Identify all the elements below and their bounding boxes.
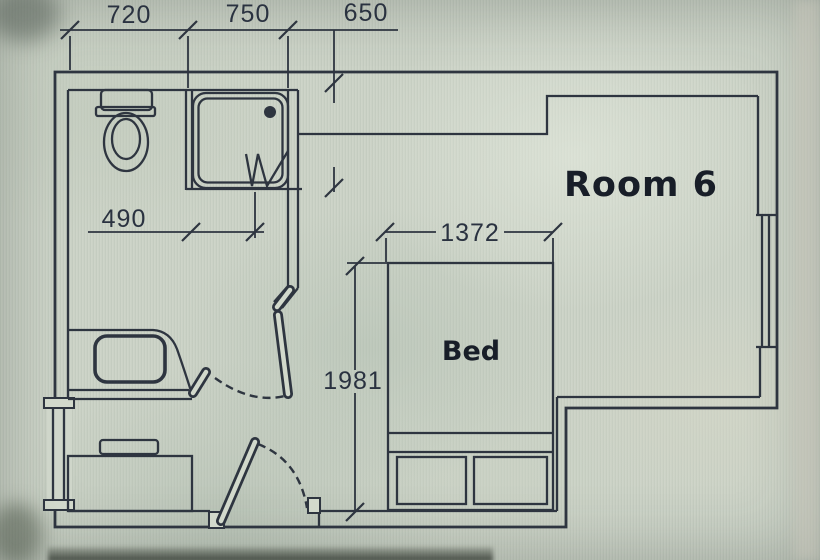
interior-walls <box>66 88 762 527</box>
dim-650: 650 <box>344 0 389 27</box>
vanity-counter-edge <box>68 328 193 392</box>
dimension-1981: 1981 <box>323 256 388 522</box>
dim-720: 720 <box>107 1 152 29</box>
dimension-top-chain: 720 750 650 <box>60 0 398 198</box>
entry-door <box>208 437 321 529</box>
sink-basin <box>93 334 167 384</box>
desk-top <box>66 454 194 513</box>
toilet-bowl-inner <box>110 117 142 161</box>
shower-tray-inner <box>197 97 284 184</box>
vanity <box>68 328 193 401</box>
toilet <box>94 88 157 173</box>
dim-490: 490 <box>102 205 147 233</box>
toilet-tank <box>99 88 154 112</box>
dimension-1372: 1372 <box>375 219 563 262</box>
bathroom-door-swing-arc <box>214 377 286 400</box>
toilet-lip <box>94 105 157 118</box>
exterior-walls <box>53 70 779 529</box>
dim-1372: 1372 <box>440 219 500 247</box>
shower-drain-dot <box>264 106 276 118</box>
pillow-right <box>472 455 549 506</box>
entry-door-swing-arc <box>257 442 309 509</box>
east-window <box>756 213 778 349</box>
desk <box>66 438 194 513</box>
bed-label: Bed <box>442 336 500 367</box>
room-label: Room 6 <box>564 165 718 205</box>
bathroom-door <box>188 285 295 400</box>
west-window <box>43 397 75 511</box>
entry-door-jamb-right <box>307 497 321 514</box>
shower-tray <box>191 91 290 190</box>
dimension-490: 490 <box>88 192 265 242</box>
dim-1981: 1981 <box>323 367 383 395</box>
desk-shelf <box>98 438 160 456</box>
pillow-left <box>395 455 468 506</box>
shower <box>191 91 290 190</box>
bed-outline <box>386 261 555 512</box>
bed <box>386 261 555 512</box>
dim-750: 750 <box>226 0 271 28</box>
shower-folding-door-icon <box>244 150 289 189</box>
toilet-bowl <box>102 111 150 173</box>
